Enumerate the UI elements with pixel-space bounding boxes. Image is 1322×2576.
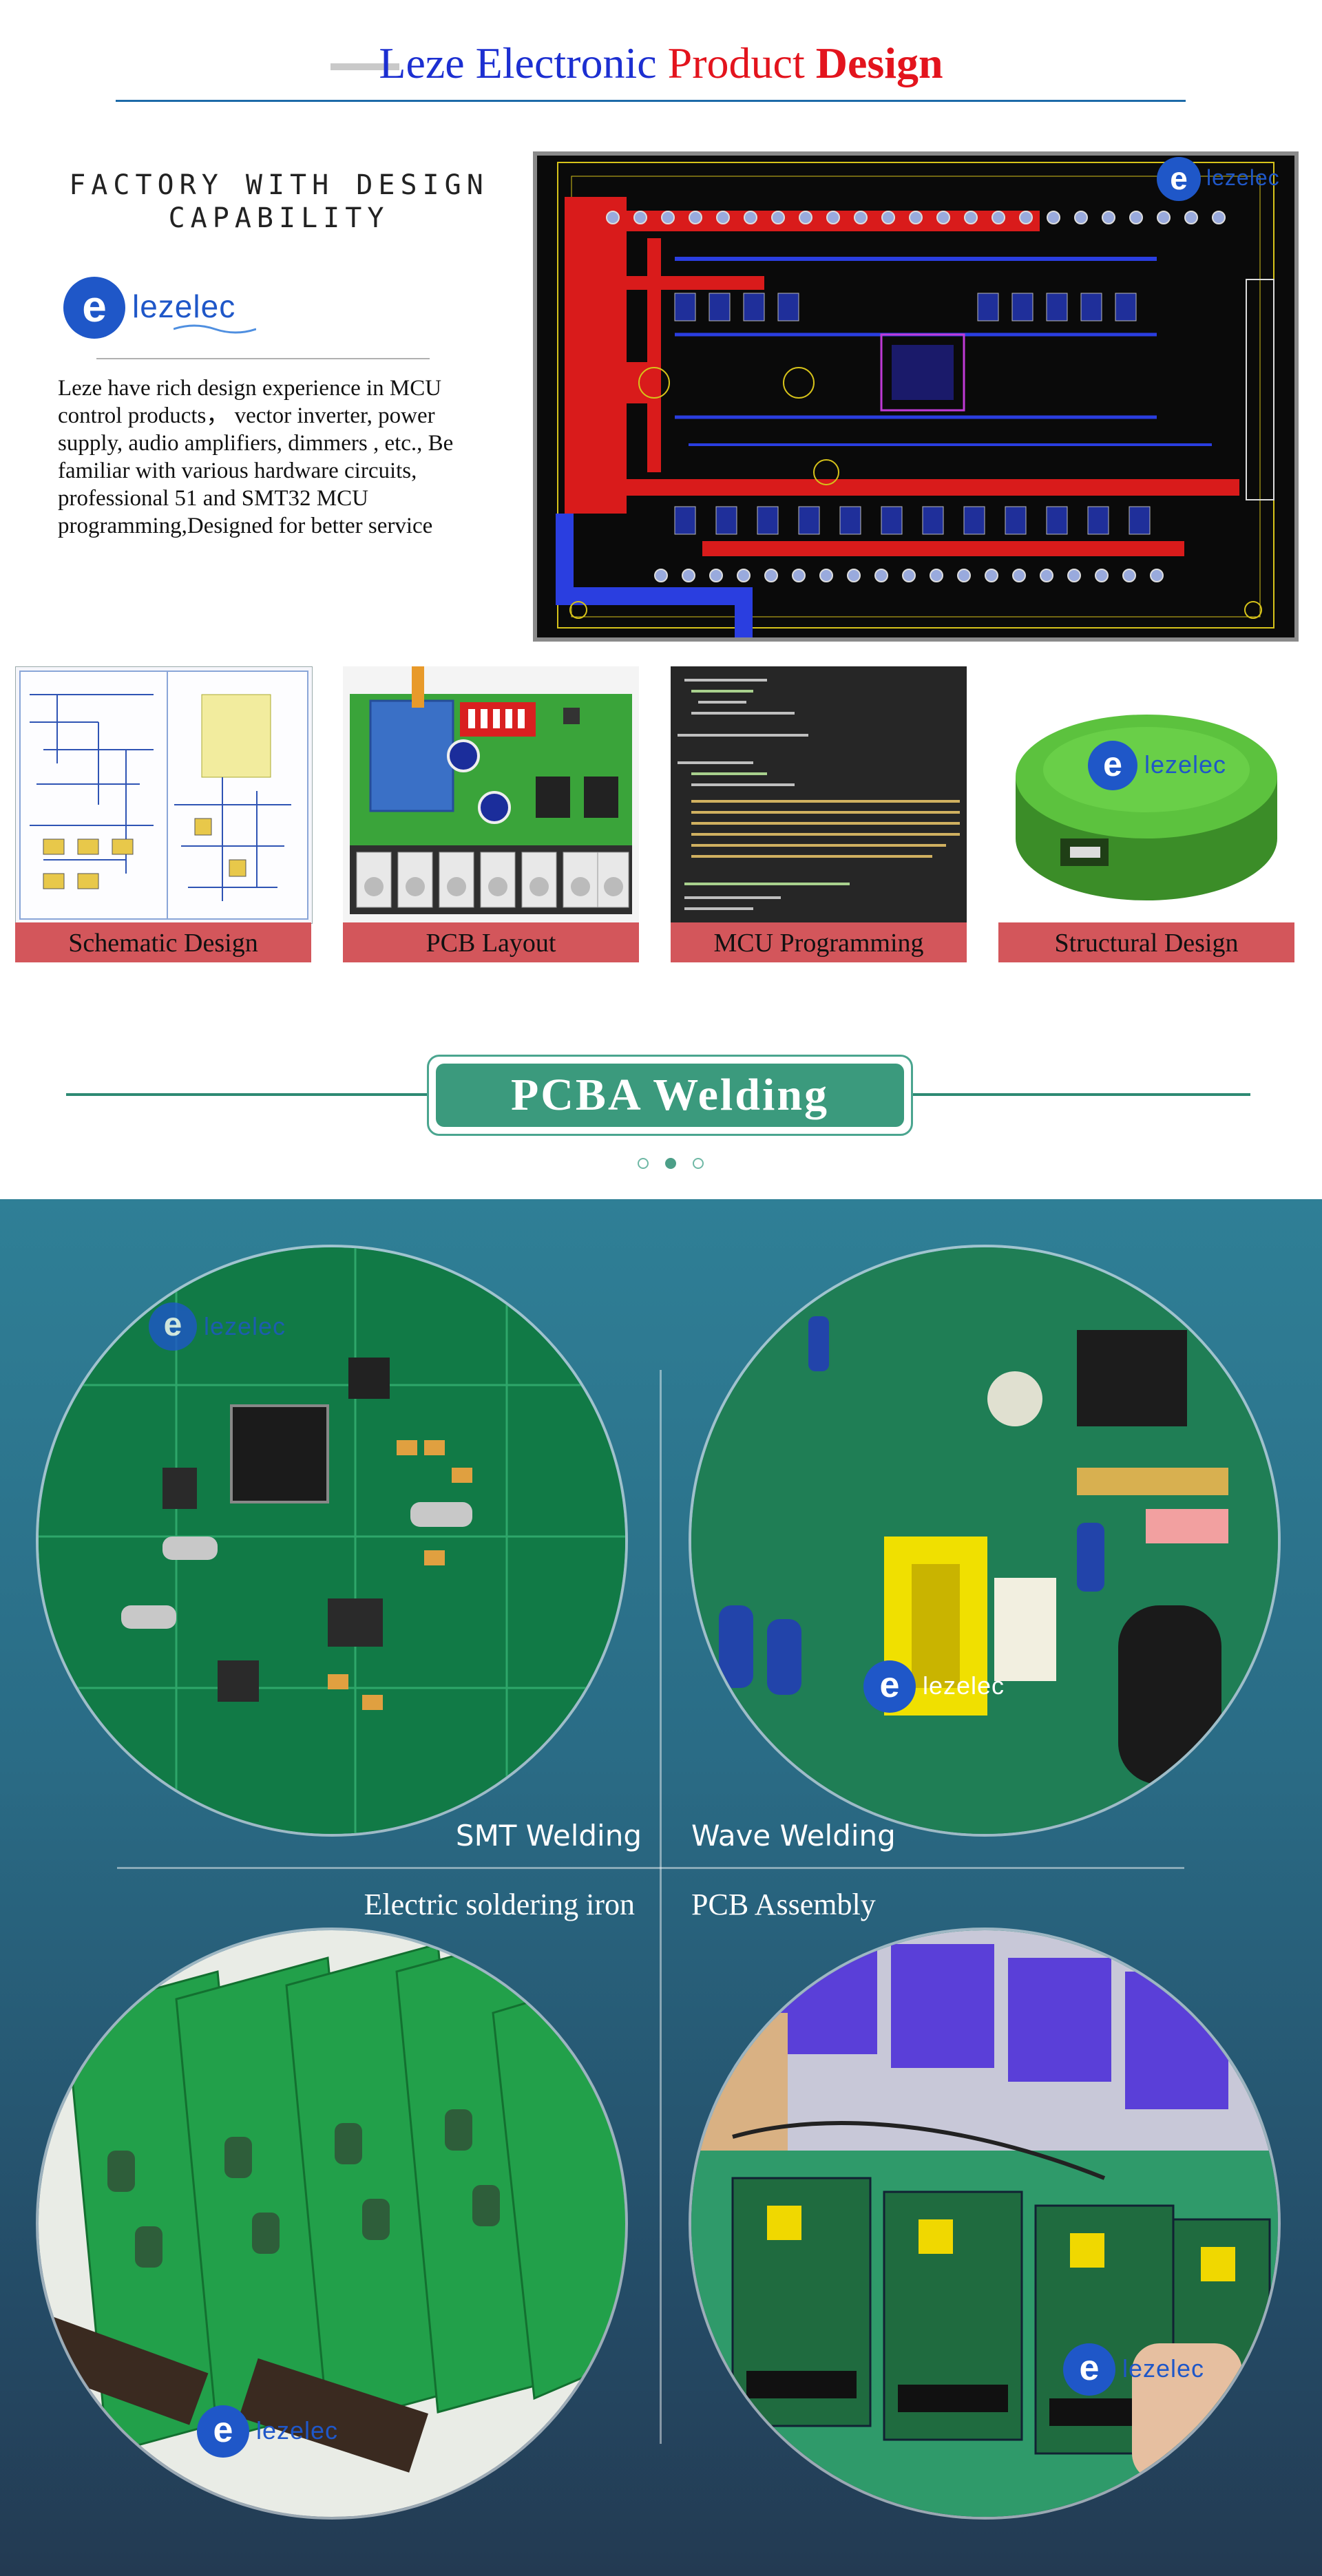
carousel-dot-1[interactable] [638, 1158, 649, 1169]
code-screenshot-image [671, 666, 967, 922]
pcba-right-line [913, 1093, 1250, 1096]
intro-divider [96, 358, 430, 359]
carousel-dot-3[interactable] [693, 1158, 704, 1169]
pcba-title-box: PCBA Welding [427, 1055, 913, 1136]
soldering-iron-photo: e lezelec [36, 1928, 628, 2520]
pcb-board-image [343, 666, 639, 922]
card-label: Structural Design [998, 922, 1294, 962]
iron-watermark-logo: e lezelec [197, 2405, 376, 2460]
assembly-watermark-logo: e lezelec [1063, 2343, 1242, 2398]
wave-wordmark: lezelec [923, 1671, 1005, 1700]
logo-wordmark: lezelec [132, 288, 236, 324]
carousel-dots[interactable] [629, 1158, 712, 1172]
intro-text: Leze have rich design experience in MCU … [58, 376, 454, 538]
card-mcu-programming: MCU Programming [671, 666, 967, 964]
pcba-left-line [66, 1093, 427, 1096]
smt-wordmark: lezelec [204, 1312, 286, 1340]
header-divider [116, 100, 1186, 102]
factory-heading-line2: CAPABILITY [168, 202, 390, 234]
card-label: MCU Programming [671, 922, 967, 962]
wave-watermark-logo: e lezelec [863, 1660, 1042, 1715]
smt-watermark-logo: e lezelec [149, 1302, 314, 1358]
title-part-1: Leze Electronic [379, 39, 657, 87]
schematic-image [15, 666, 313, 924]
card-label: Schematic Design [15, 922, 311, 962]
assembly-wordmark: lezelec [1122, 2354, 1205, 2383]
enclosure-e-icon: e [1088, 741, 1137, 790]
title-part-3: Design [815, 39, 943, 87]
enclosure-logo: e lezelec [1088, 741, 1253, 796]
header-accent-bar [330, 63, 399, 70]
watermark-wordmark: lezelec [1206, 165, 1280, 190]
pcb-layout-image: e lezelec [533, 151, 1299, 642]
card-structural-design: e lezelec Structural Design [998, 666, 1294, 964]
factory-heading-line1: FACTORY WITH DESIGN [69, 169, 489, 201]
wave-e-icon: e [863, 1660, 916, 1713]
iron-e-icon: e [197, 2405, 249, 2458]
enclosure-wordmark: lezelec [1144, 750, 1227, 779]
logo-e-icon: e [63, 277, 125, 339]
watermark-e-icon: e [1157, 157, 1201, 201]
logo-wave-icon [174, 324, 256, 334]
carousel-dot-2[interactable] [665, 1158, 676, 1169]
label-electric-soldering-iron: Electric soldering iron [364, 1888, 635, 1921]
wave-welding-photo: e lezelec [689, 1245, 1281, 1837]
smt-e-icon: e [149, 1302, 197, 1351]
label-pcb-assembly: PCB Assembly [691, 1888, 876, 1921]
smt-welding-photo: e lezelec [36, 1245, 628, 1837]
panel-horizontal-divider [117, 1867, 1184, 1869]
pcb-watermark-logo: e lezelec [1157, 157, 1294, 205]
enclosure-render-image: e lezelec [998, 666, 1294, 922]
card-schematic: Schematic Design [15, 666, 313, 964]
pcba-title: PCBA Welding [436, 1064, 904, 1127]
title-part-2: Product [667, 39, 805, 87]
pcb-assembly-photo: e lezelec [689, 1928, 1281, 2520]
page-title: Leze Electronic Product Design [0, 36, 1322, 91]
brand-logo: e lezelec [63, 274, 311, 343]
card-pcb-layout: PCB Layout [343, 666, 639, 964]
iron-wordmark: lezelec [256, 2416, 339, 2445]
assembly-e-icon: e [1063, 2343, 1115, 2396]
card-label: PCB Layout [343, 922, 639, 962]
label-wave-welding: Wave Welding [691, 1819, 896, 1852]
factory-heading: FACTORY WITH DESIGN CAPABILITY [41, 169, 516, 235]
label-smt-welding: SMT Welding [455, 1819, 642, 1852]
panel-vertical-divider [660, 1370, 662, 2444]
